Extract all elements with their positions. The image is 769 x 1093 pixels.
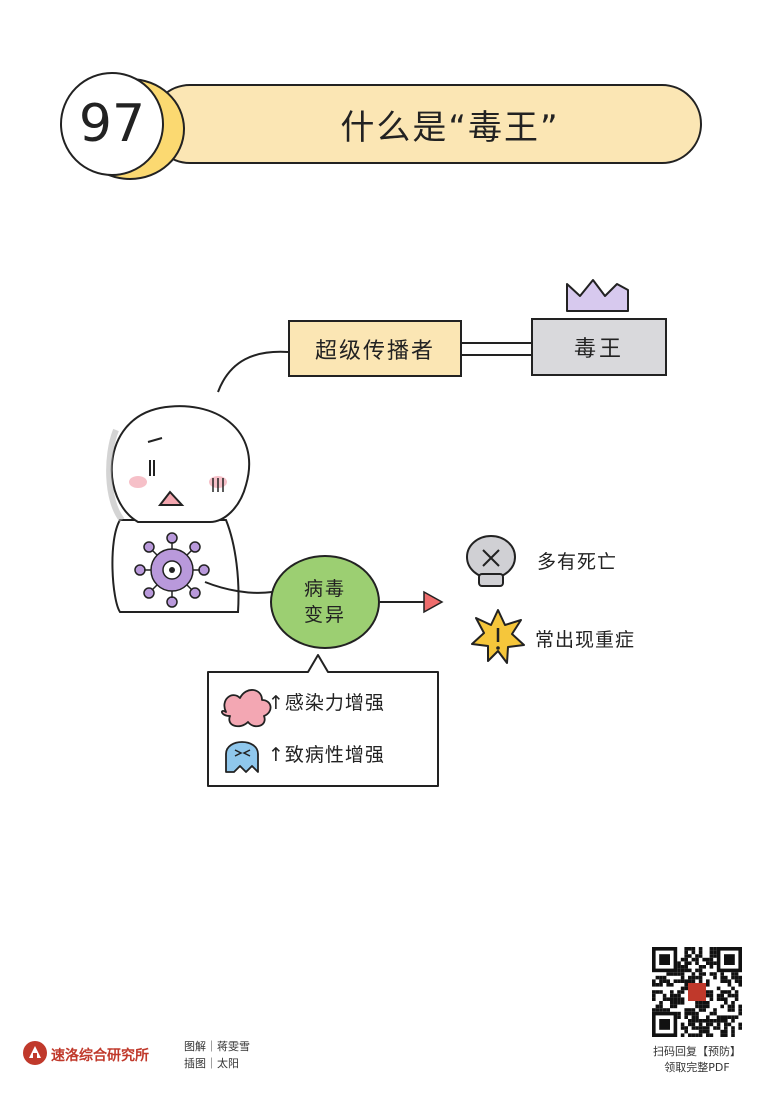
cheek-left [129, 476, 147, 488]
skull-icon [466, 535, 516, 587]
mouth [157, 490, 185, 506]
qr-caption-line1: 扫码回复【预防】 [653, 1045, 741, 1058]
qr-code[interactable] [652, 947, 742, 1037]
qr-caption-line2: 领取完整PDF [664, 1061, 730, 1074]
effects-callout-bubble [207, 654, 439, 787]
crown-icon [566, 279, 629, 312]
mutation-label-line2: 变异 [303, 604, 346, 626]
effect-label-infectivity: ↑感染力增强 [268, 692, 385, 714]
credit-drawing: 插图｜太阳 [184, 1057, 239, 1070]
effect-label-pathogenicity: ↑致病性增强 [268, 744, 385, 766]
outcome-label-death: 多有死亡 [537, 551, 618, 573]
qr-caption: 扫码回复【预防】 领取完整PDF [640, 1044, 754, 1076]
warning-burst-icon [471, 609, 525, 664]
title-banner [150, 84, 702, 164]
pink-blob-icon [221, 689, 272, 728]
mutation-label-line1: 病毒 [303, 578, 346, 600]
page-number: 97 [60, 72, 164, 176]
blue-ghost-icon [225, 741, 259, 773]
mutation-arrow-head [423, 590, 444, 614]
head-to-spreader-curve [217, 350, 289, 393]
virus-icon [134, 532, 210, 608]
institute-logo-text: 速洛综合研究所 [51, 1048, 149, 1064]
mutation-circle: 病毒 变异 [270, 555, 380, 649]
virus-king-box: 毒王 [531, 318, 667, 376]
virus-to-mutation-line [204, 581, 273, 594]
outcome-label-severe: 常出现重症 [535, 629, 636, 651]
institute-logo-icon [23, 1041, 47, 1065]
credit-illustration: 图解｜蒋雯雪 [184, 1040, 250, 1053]
super-spreader-box: 超级传播者 [288, 320, 462, 377]
page-title: 什么是“毒王” [340, 107, 560, 148]
person-shadow [106, 428, 125, 522]
credits: 图解｜蒋雯雪 插图｜太阳 [184, 1038, 250, 1072]
